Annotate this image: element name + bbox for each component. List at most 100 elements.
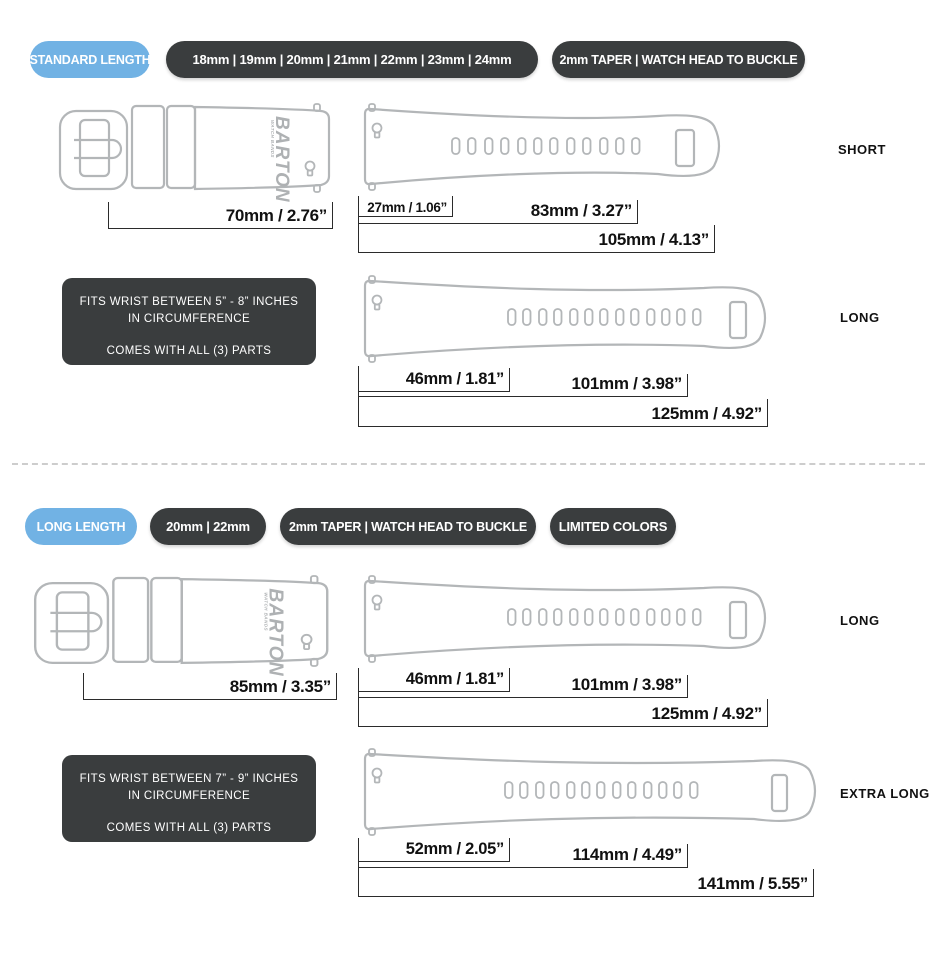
spring-bar-nub (368, 103, 376, 112)
parts-note: COMES WITH ALL (3) PARTS (106, 821, 272, 834)
keeper-loop (130, 104, 166, 190)
badge-standard-length-label: STANDARD LENGTH (29, 52, 151, 67)
adjustment-holes (451, 137, 641, 155)
tuck-slot (728, 300, 748, 340)
keeper-loop (112, 576, 150, 664)
keeper-loop (150, 576, 183, 664)
label-long: LONG (840, 613, 880, 628)
badge-standard-length: STANDARD LENGTH (29, 41, 151, 78)
dimension-long-seg1: 46mm / 1.81” (358, 368, 510, 392)
dimensions-long-strap: 46mm / 1.81” 101mm / 3.98” 125mm / 4.92” (358, 668, 768, 727)
fit-line2: IN CIRCUMFERENCE (127, 313, 251, 326)
badge-limited-colors-label: LIMITED COLORS (558, 519, 668, 534)
quick-release-knob-icon (371, 767, 383, 784)
barton-logo-text: BARTON (265, 588, 288, 676)
dimension-long-seg1: 46mm / 1.81” (358, 668, 510, 692)
spring-bar-nub (309, 657, 319, 667)
spring-bar-nub (368, 654, 376, 663)
dimension-baseline (358, 196, 359, 253)
dimensions-extra-long-strap: 52mm / 2.05” 114mm / 4.49” 141mm / 5.55” (358, 838, 814, 897)
dimensions-short-strap: 27mm / 1.06” 83mm / 3.27” 105mm / 4.13” (358, 196, 715, 253)
dimension-long-seg2: 101mm / 3.98” (358, 374, 688, 397)
badge-long-length: LONG LENGTH (25, 508, 137, 545)
badge-long-widths-label: 20mm | 22mm (166, 519, 250, 534)
fit-info-standard: FITS WRIST BETWEEN 5” - 8” INCHES IN CIR… (62, 278, 316, 365)
strap-outline (363, 107, 721, 186)
badge-long-taper: 2mm TAPER | WATCH HEAD TO BUCKLE (280, 508, 536, 545)
buckle-tang (50, 611, 103, 633)
buckle-tang (74, 138, 123, 160)
strap-outline (363, 279, 767, 358)
barton-logo-tagline: WATCH BANDS (262, 592, 268, 631)
label-long-standard: LONG (840, 310, 880, 325)
strap-body (180, 577, 329, 665)
parts-note: COMES WITH ALL (3) PARTS (106, 344, 272, 357)
buckle-strap-illustration-standard: BARTON WATCH BANDS (58, 103, 331, 203)
spring-bar-nub (368, 275, 376, 284)
tail-strap-illustration-long-standard (363, 275, 767, 363)
quick-release-knob-icon (371, 122, 383, 139)
dimension-short-total: 105mm / 4.13” (358, 225, 715, 253)
spring-bar-nub (368, 748, 376, 757)
spring-bar-nub (368, 575, 376, 584)
dimension-buckle-side-standard: 70mm / 2.76” (108, 202, 333, 229)
dimension-short-seg2: 83mm / 3.27” (358, 200, 638, 224)
dimension-long-total: 125mm / 4.92” (358, 399, 768, 427)
buckle-strap-illustration-long: BARTON WATCH BANDS (33, 575, 329, 677)
tuck-slot (770, 773, 789, 813)
dimension-extra-long-seg2: 114mm / 4.49” (358, 844, 688, 868)
badge-standard-widths-label: 18mm | 19mm | 20mm | 21mm | 22mm | 23mm … (192, 52, 512, 67)
badge-limited-colors: LIMITED COLORS (550, 508, 676, 545)
buckle-frame (58, 109, 129, 191)
spring-bar-nub (368, 827, 376, 836)
barton-logo-text: BARTON (271, 116, 292, 203)
dimension-long-total: 125mm / 4.92” (358, 699, 768, 727)
section-divider (12, 463, 925, 465)
fit-info-long: FITS WRIST BETWEEN 7” - 9” INCHES IN CIR… (62, 755, 316, 842)
strap-body (193, 105, 331, 191)
badge-long-taper-label: 2mm TAPER | WATCH HEAD TO BUCKLE (288, 519, 528, 534)
dimension-extra-long-total: 141mm / 5.55” (358, 869, 814, 897)
keeper-loop (165, 104, 197, 190)
spring-bar-nub (368, 182, 376, 191)
dimension-buckle-side-long: 85mm / 3.35” (83, 673, 337, 700)
badge-standard-widths: 18mm | 19mm | 20mm | 21mm | 22mm | 23mm … (166, 41, 538, 78)
quick-release-knob-icon (300, 633, 313, 651)
spring-bar-nub (309, 575, 319, 585)
tuck-slot (674, 128, 696, 168)
fit-line1: FITS WRIST BETWEEN 7” - 9” INCHES (79, 773, 299, 785)
quick-release-knob-icon (304, 160, 316, 177)
label-short: SHORT (838, 142, 886, 157)
dimension-extra-long-seg1: 52mm / 2.05” (358, 838, 510, 862)
label-extra-long: EXTRA LONG (840, 786, 930, 801)
tail-strap-illustration-extra-long (363, 748, 817, 836)
quick-release-knob-icon (371, 294, 383, 311)
buckle-frame-inner (55, 591, 90, 651)
spring-bar-nub (313, 103, 321, 112)
dimension-short-seg1: 27mm / 1.06” (358, 196, 453, 217)
tail-strap-illustration-short (363, 103, 721, 191)
dimensions-long-strap-standard: 46mm / 1.81” 101mm / 3.98” 125mm / 4.92” (358, 366, 768, 427)
buckle-frame-inner (78, 118, 111, 178)
barton-logo: BARTON WATCH BANDS (262, 588, 287, 676)
tuck-slot (728, 600, 748, 640)
barton-logo: BARTON WATCH BANDS (270, 116, 292, 203)
badge-long-length-label: LONG LENGTH (36, 519, 126, 534)
tail-strap-illustration-long (363, 575, 767, 663)
strap-outline (363, 579, 767, 658)
quick-release-knob-icon (371, 594, 383, 611)
fit-line2: IN CIRCUMFERENCE (127, 790, 251, 803)
buckle-frame (33, 582, 110, 665)
spring-bar-nub (313, 184, 321, 193)
strap-outline (363, 752, 817, 831)
fit-line1: FITS WRIST BETWEEN 5” - 8” INCHES (79, 296, 299, 308)
barton-logo-tagline: WATCH BANDS (270, 120, 275, 158)
badge-standard-taper: 2mm TAPER | WATCH HEAD TO BUCKLE (552, 41, 805, 78)
adjustment-holes (507, 608, 702, 626)
adjustment-holes (504, 781, 699, 799)
badge-long-widths: 20mm | 22mm (150, 508, 266, 545)
badge-standard-taper-label: 2mm TAPER | WATCH HEAD TO BUCKLE (559, 52, 798, 67)
spring-bar-nub (368, 354, 376, 363)
adjustment-holes (507, 308, 702, 326)
